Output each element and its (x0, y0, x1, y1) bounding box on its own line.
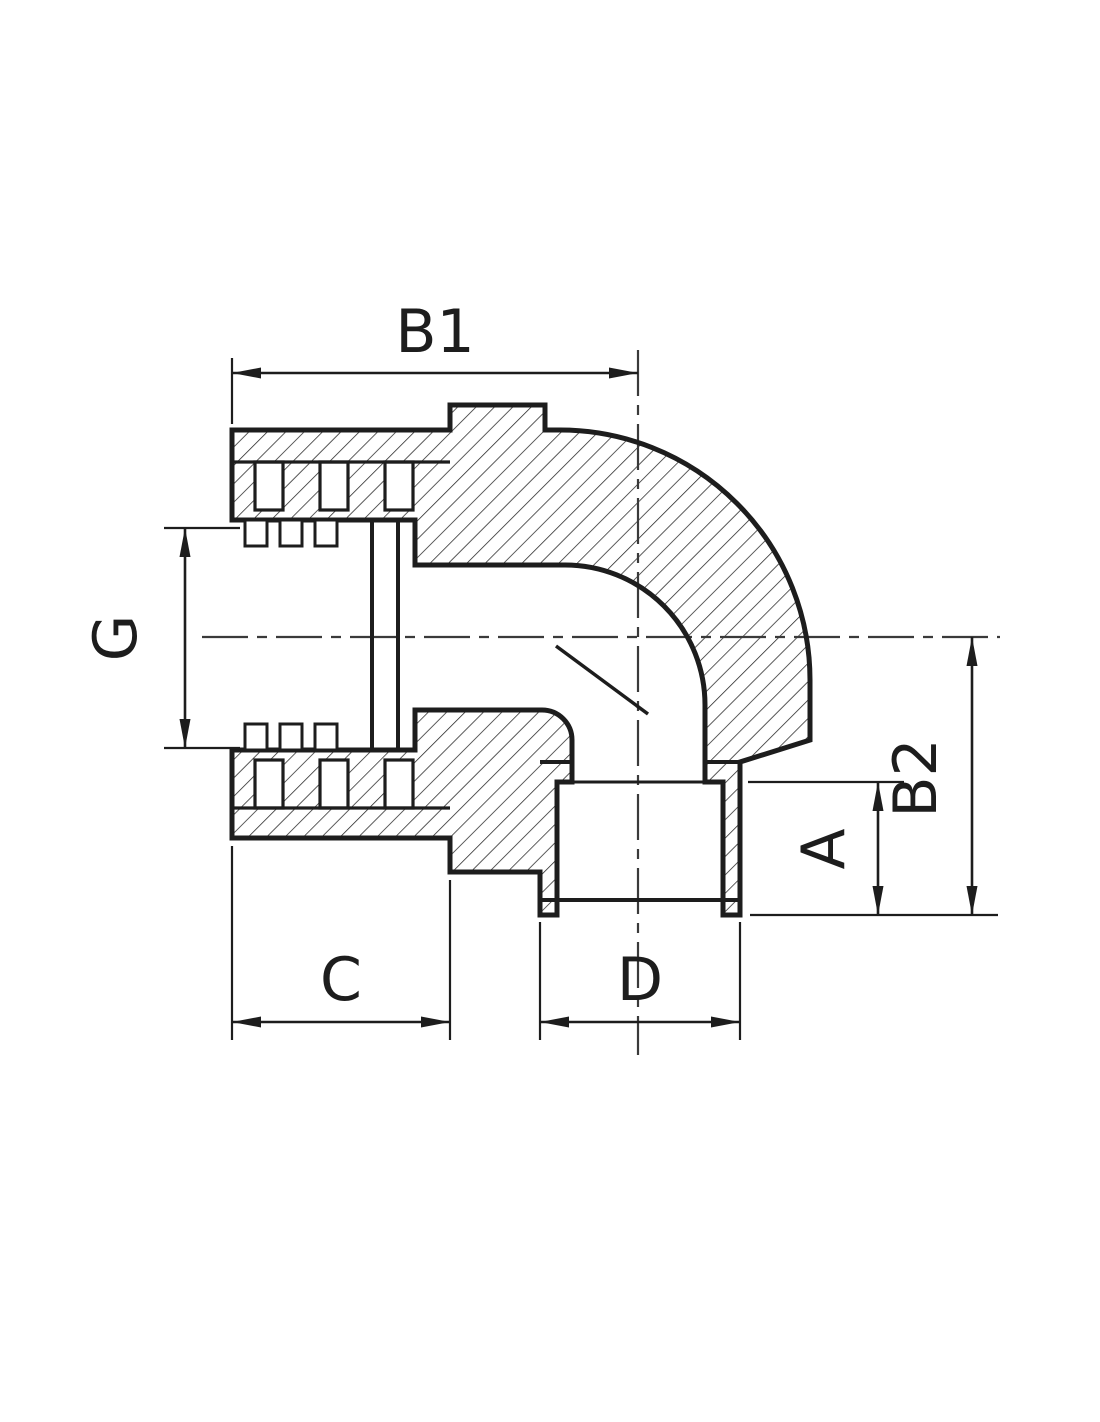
nut-groove-details (232, 460, 450, 810)
dimension-b2 (750, 637, 998, 917)
dimension-a-label: A (789, 828, 859, 869)
body-outline-lower (229, 707, 575, 918)
thread-tooth (313, 518, 339, 548)
dimensions (164, 358, 998, 1040)
centerlines (202, 350, 1000, 1055)
dimension-c (230, 846, 452, 1040)
body-section-upper (232, 405, 810, 915)
dimension-labels: B1 G A B2 C D (81, 297, 951, 1015)
dimension-b2-label: B2 (881, 738, 951, 817)
dimension-g-label: G (81, 615, 151, 662)
bottom-groove-1 (253, 758, 285, 810)
thread-tooth (243, 722, 269, 752)
thread-tooth (243, 518, 269, 548)
body-outlines (229, 402, 813, 918)
body-section-lower (232, 710, 572, 915)
dimension-b1 (230, 358, 638, 424)
dimension-a (748, 780, 904, 915)
dimension-c-label: C (320, 945, 362, 1015)
body-outline-upper (229, 402, 813, 918)
dimension-b1-label: B1 (395, 297, 474, 367)
thread-tooth (313, 722, 339, 752)
inner-chamfer-line (554, 644, 650, 716)
top-groove-2 (318, 460, 350, 512)
bottom-groove-3 (383, 758, 415, 810)
dimension-d (538, 922, 742, 1040)
thread-tooth (278, 722, 304, 752)
dimension-g (164, 526, 240, 750)
section-hatching (232, 405, 810, 915)
dimension-d-label: D (617, 945, 663, 1015)
top-groove-3 (383, 460, 415, 512)
top-groove-1 (253, 460, 285, 512)
female-thread-teeth (243, 518, 339, 752)
bottom-groove-2 (318, 758, 350, 810)
thread-tooth (278, 518, 304, 548)
